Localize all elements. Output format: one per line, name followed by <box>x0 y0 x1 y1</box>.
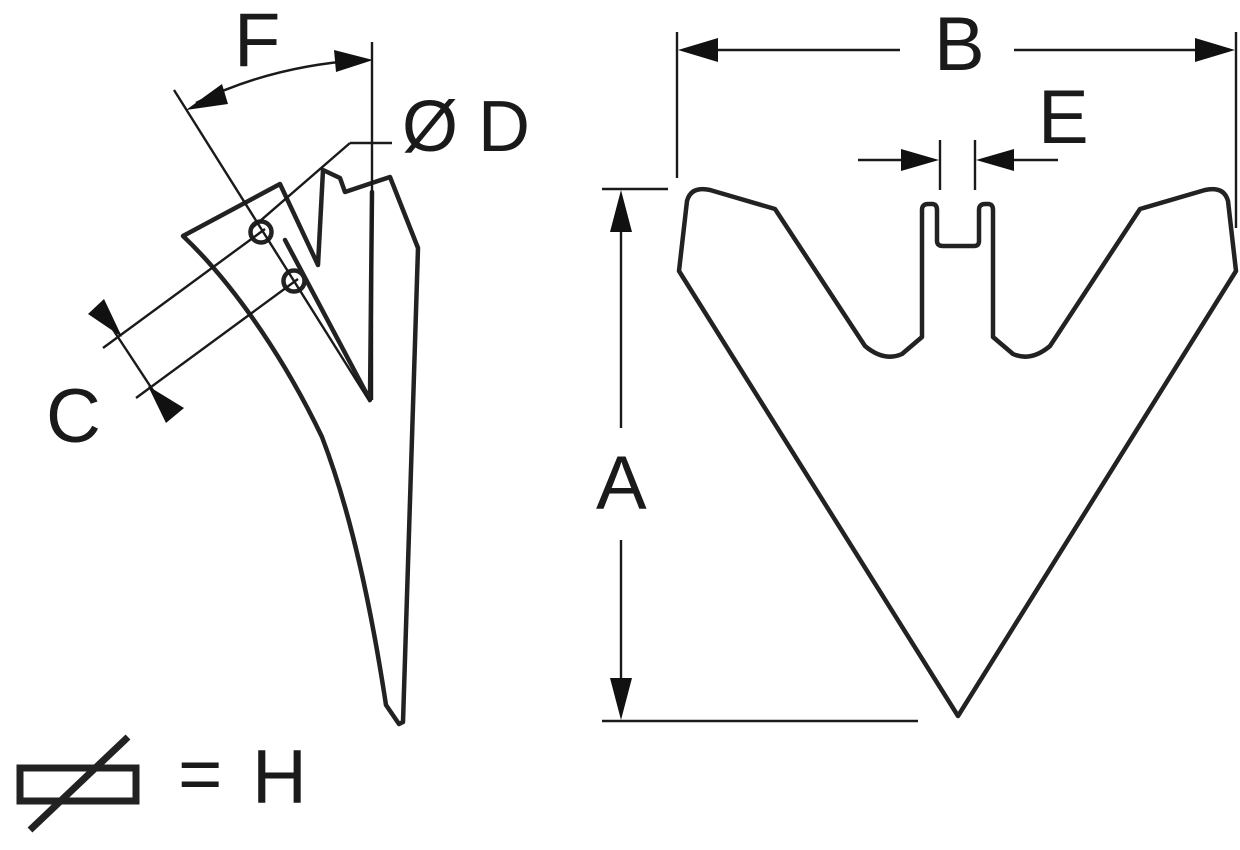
angle-f-arrow-left <box>186 84 228 110</box>
label-d: Ø D <box>402 87 530 167</box>
spacing-c-arrow-upper <box>88 299 122 337</box>
thickness-symbol-slash <box>27 734 131 833</box>
mounting-hole-lower <box>281 268 307 294</box>
side-view <box>88 42 421 727</box>
height-a-arrow-bottom <box>610 678 632 720</box>
angle-f-tilted-axis <box>172 89 372 403</box>
label-c: C <box>46 374 101 459</box>
label-e: E <box>1038 75 1089 160</box>
label-b: B <box>934 2 985 87</box>
front-view <box>602 32 1239 723</box>
spacing-c-arrow-lower <box>148 386 184 423</box>
label-a: A <box>596 441 647 526</box>
thickness-equals-sign: = <box>178 732 222 817</box>
front-view-blade-outline <box>676 186 1239 719</box>
spacing-c-extension-lower <box>135 278 299 399</box>
label-h: H <box>252 735 307 820</box>
thickness-symbol-rect <box>16 764 140 805</box>
side-view-blade-outline <box>180 167 421 727</box>
slot-e-arrow-right <box>976 149 1014 171</box>
spacing-c-dimension-line <box>108 324 160 399</box>
angle-f-arrow-right <box>334 50 373 72</box>
thickness-legend: = H <box>16 732 307 833</box>
diameter-leader <box>251 142 351 229</box>
spacing-c-extension-upper <box>102 228 266 349</box>
slot-e-arrow-left <box>901 149 939 171</box>
label-f: F <box>234 0 280 83</box>
height-a-arrow-top <box>610 190 632 232</box>
width-b-arrow-left <box>678 38 718 62</box>
width-b-arrow-right <box>1195 38 1235 62</box>
